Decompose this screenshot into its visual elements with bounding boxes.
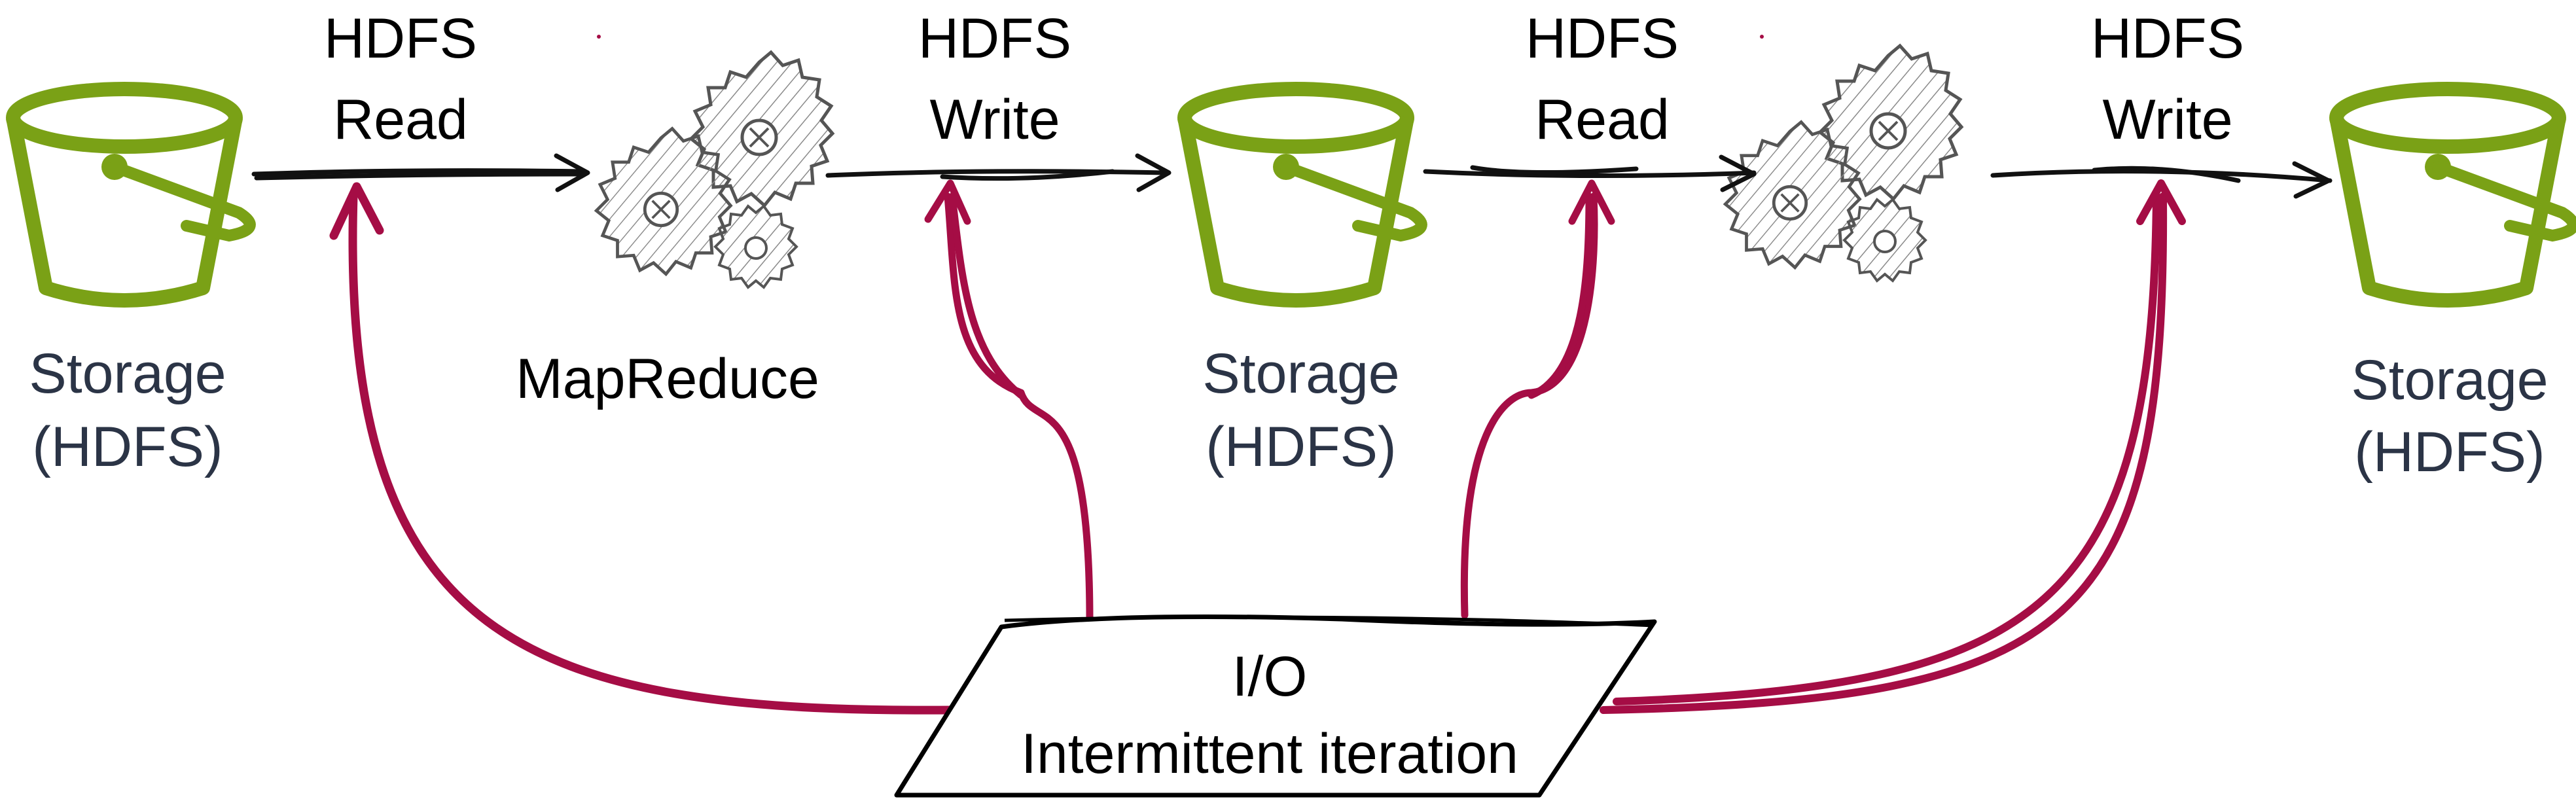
- io-arrow-to-read-2: [1460, 179, 1615, 619]
- storage-label-line1: Storage: [29, 342, 226, 405]
- io-arrow-to-write-1: [924, 179, 1094, 624]
- flow-arrow-read-1: [251, 153, 590, 192]
- flow-label-line2: Write: [2102, 88, 2232, 151]
- flow-label-line1: HDFS: [918, 7, 1071, 70]
- flow-label-line1: HDFS: [324, 7, 477, 70]
- storage-bucket-icon: [1185, 89, 1422, 300]
- gears-icon: [1725, 46, 1961, 282]
- io-arrow-to-read-1: [329, 182, 957, 715]
- speck-dot: [1760, 35, 1764, 39]
- flow-arrow-write-2: [1990, 161, 2333, 199]
- speck-dot: [597, 35, 601, 39]
- flow-label-line1: HDFS: [1526, 7, 1679, 70]
- io-arrow-to-write-2: [1600, 179, 2186, 714]
- storage-label-line2: (HDFS): [32, 416, 223, 478]
- io-box: [894, 614, 1657, 798]
- storage-label-line2: (HDFS): [1206, 416, 1396, 478]
- storage-label-line1: Storage: [2351, 349, 2548, 412]
- flow-arrow-write-1: [825, 153, 1172, 192]
- flow-label-line1: HDFS: [2091, 7, 2244, 70]
- storage-label-line2: (HDFS): [2354, 421, 2545, 484]
- storage-bucket-icon: [13, 89, 250, 300]
- flow-label-line2: Write: [929, 88, 1060, 151]
- storage-bucket-icon: [2336, 89, 2573, 300]
- io-box-line2: Intermittent iteration: [1021, 722, 1518, 785]
- mapreduce-label: MapReduce: [516, 347, 819, 410]
- flow-label-line2: Read: [1535, 88, 1670, 151]
- flow-label-line2: Read: [333, 88, 468, 151]
- storage-label-line1: Storage: [1202, 342, 1399, 405]
- flow-arrow-read-2: [1423, 154, 1757, 192]
- gears-icon: [596, 52, 832, 289]
- io-box-line1: I/O: [1232, 645, 1308, 708]
